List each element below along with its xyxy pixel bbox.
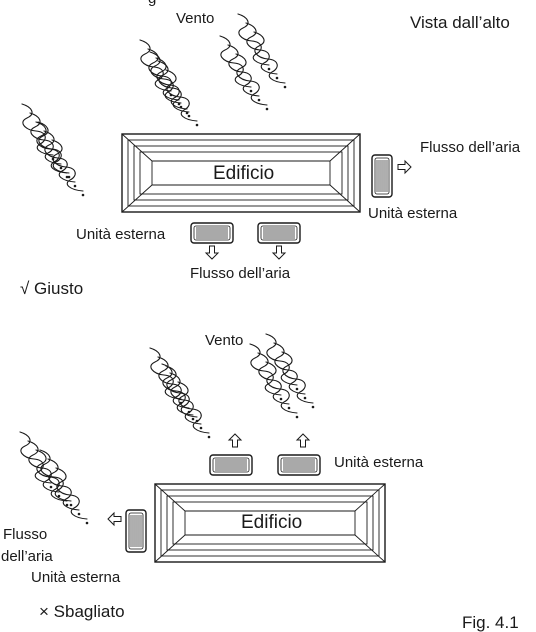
- correct-unit-left-label: Unità esterna: [76, 226, 166, 243]
- airflow-arrow: [295, 433, 311, 448]
- buildings: [121, 133, 386, 563]
- wrong-verdict: × Sbagliato: [39, 602, 125, 621]
- wind-lines: [19, 13, 315, 525]
- wrong-airflow-left-line1: Flusso: [3, 526, 48, 543]
- correct-verdict: √ Giusto: [20, 279, 84, 298]
- wind-gust: [249, 343, 299, 419]
- correct-building-label: Edificio: [213, 163, 275, 184]
- wrong-unit-top-label: Unità esterna: [334, 454, 424, 471]
- wrong-airflow-left-line2: dell’aria: [1, 548, 53, 565]
- wind-gust: [237, 13, 287, 89]
- wind-gust: [35, 121, 85, 197]
- wrong-wind-label: Vento: [205, 332, 244, 349]
- wind-gust: [39, 449, 89, 525]
- correct-airflow-bottom-label: Flusso dell’aria: [190, 265, 291, 282]
- correct-airflow-right-label: Flusso dell’aria: [420, 139, 521, 156]
- outdoor-units: [125, 154, 393, 553]
- outdoor-unit: [190, 222, 234, 244]
- wind-gust: [161, 363, 211, 439]
- airflow-arrows: [107, 159, 412, 527]
- top-fragment-text: g: [148, 0, 156, 6]
- building-correct: [121, 133, 361, 213]
- correct-unit-right-label: Unità esterna: [368, 205, 458, 222]
- airflow-arrow: [107, 511, 122, 527]
- outdoor-unit: [209, 454, 253, 476]
- view-label: Vista dall’alto: [410, 13, 510, 32]
- outdoor-unit: [277, 454, 321, 476]
- wind-gust: [219, 35, 269, 111]
- outdoor-unit: [371, 154, 393, 198]
- airflow-arrow: [227, 433, 243, 448]
- outdoor-unit: [257, 222, 301, 244]
- wind-gust: [19, 431, 69, 507]
- outdoor-unit: [125, 509, 147, 553]
- figure-label: Fig. 4.1: [462, 613, 519, 632]
- airflow-arrow: [271, 245, 287, 260]
- airflow-arrow: [204, 245, 220, 260]
- wrong-unit-bottom-label: Unità esterna: [31, 569, 121, 586]
- airflow-arrow: [397, 159, 412, 175]
- wind-gust: [265, 333, 315, 409]
- correct-wind-label: Vento: [176, 10, 215, 27]
- wind-gust: [21, 103, 71, 179]
- building-wrong: [154, 483, 386, 563]
- wind-gust: [149, 51, 199, 127]
- wrong-building-label: Edificio: [241, 512, 303, 533]
